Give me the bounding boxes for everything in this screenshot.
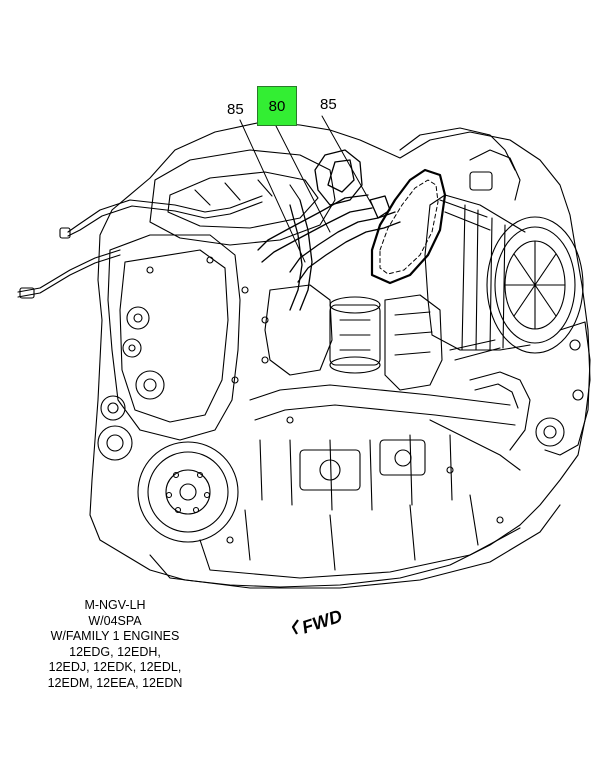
legend-line: W/FAMILY 1 ENGINES bbox=[50, 629, 180, 643]
leader-lines bbox=[239, 115, 373, 263]
air-filter-housing bbox=[424, 194, 584, 361]
oil-pan bbox=[149, 504, 561, 589]
callout-80[interactable]: 80 bbox=[257, 86, 297, 126]
forward-direction-indicator: FWD bbox=[291, 606, 345, 638]
applicability-legend: M-NGV-LH W/04SPA W/FAMILY 1 ENGINES 12ED… bbox=[40, 598, 190, 691]
crank-pulley bbox=[137, 441, 239, 543]
callout-80-label: 80 bbox=[268, 97, 286, 115]
air-duct bbox=[370, 168, 447, 285]
forward-arrow-icon bbox=[291, 619, 299, 635]
accessory-pulleys bbox=[97, 306, 165, 461]
fuel-module bbox=[264, 284, 443, 391]
leader-80 bbox=[275, 125, 331, 233]
legend-line: 12EDM, 12EEA, 12EDN bbox=[47, 675, 183, 690]
forward-label: FWD bbox=[299, 606, 344, 638]
valve-cover bbox=[149, 149, 336, 246]
callout-85-left: 85 bbox=[227, 101, 244, 118]
callout-85-right: 85 bbox=[320, 96, 337, 113]
legend-line: 12EDJ, 12EDK, 12EDL, bbox=[48, 660, 182, 674]
right-bracket bbox=[535, 321, 591, 456]
legend-line: 12EDG, 12EDH, bbox=[69, 644, 161, 659]
front-cover bbox=[107, 234, 241, 441]
bolts bbox=[146, 256, 504, 544]
legend-line: M-NGV-LH bbox=[84, 598, 146, 612]
wire-harness bbox=[67, 195, 263, 233]
leader-left-85 bbox=[239, 119, 306, 263]
leader-right-85 bbox=[321, 115, 373, 206]
legend-line: W/04SPA bbox=[88, 613, 142, 628]
engine-outline bbox=[89, 121, 591, 588]
